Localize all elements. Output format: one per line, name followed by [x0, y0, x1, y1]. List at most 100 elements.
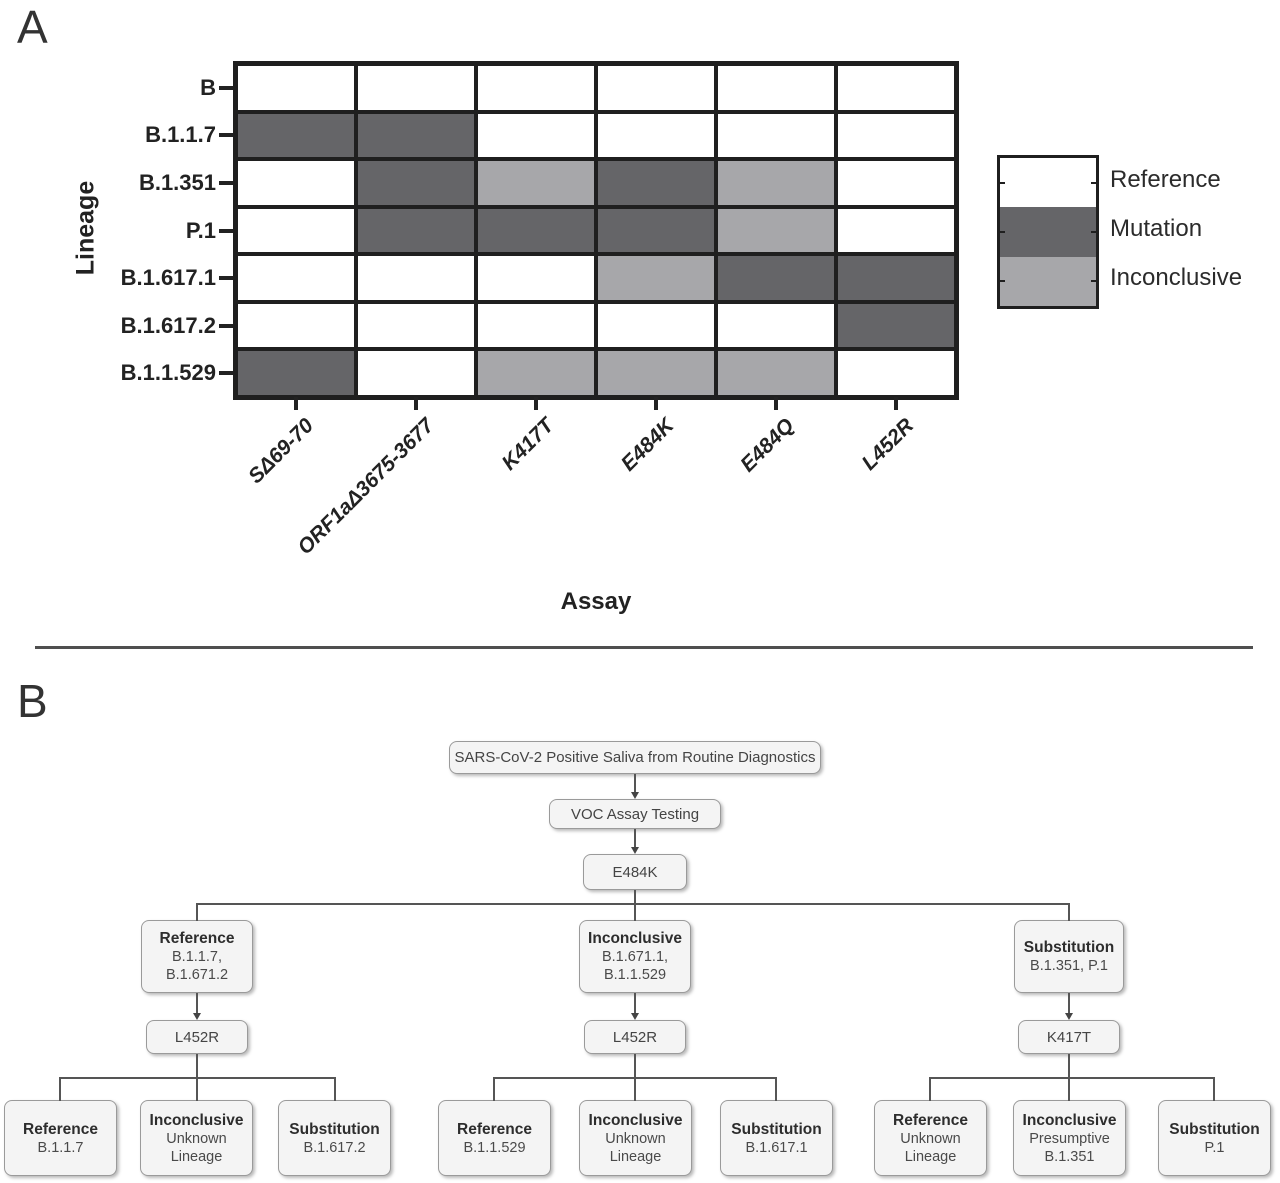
leaf-node-reference-unknown: Reference Unknown Lineage: [874, 1100, 987, 1176]
heatmap-cell-B-SΔ69-70: [236, 64, 356, 112]
leaf-line: Lineage: [904, 1148, 957, 1165]
branch-line: B.1.671.2: [165, 967, 229, 983]
legend-label-inconclusive: Inconclusive: [1110, 264, 1243, 291]
panel-b-label: B: [17, 675, 48, 727]
leaf-node-inconclusive-unknown-2: Inconclusive Unknown Lineage: [579, 1100, 692, 1176]
assay-text: K417T: [1046, 1028, 1092, 1046]
connector: [196, 1054, 198, 1078]
leaf-node-inconclusive-presumptive-b1351: Inconclusive Presumptive B.1.351: [1013, 1100, 1126, 1176]
heatmap-cell-B.1.617.1-SΔ69-70: [236, 254, 356, 302]
flow-node-substitution-branch: Substitution B.1.351, P.1: [1014, 920, 1124, 993]
arrowhead-icon: [631, 847, 639, 854]
connector: [634, 890, 636, 904]
heatmap-cell-B.1.617.2-E484K: [596, 301, 716, 350]
flow-node-l452r-left: L452R: [146, 1020, 248, 1054]
heatmap-cell-B.1.617.2-K417T: [476, 301, 596, 350]
arrowhead-icon: [631, 792, 639, 799]
flow-node-root: SARS-CoV-2 Positive Saliva from Routine …: [449, 741, 821, 774]
connector: [1068, 1054, 1070, 1078]
leaf-node-reference-b117: Reference B.1.1.7: [4, 1100, 117, 1176]
heatmap-cell-B.1.351-ORF1aΔ3675-3677: [356, 159, 476, 207]
branch-line: B.1.1.529: [603, 967, 667, 983]
heatmap-cell-B.1.1.529-SΔ69-70: [236, 349, 356, 397]
leaf-line: B.1.617.1: [745, 1139, 808, 1156]
column-label-E484Q: E484Q: [735, 414, 799, 477]
heatmap-cell-B-E484Q: [716, 64, 836, 112]
flow-node-k417t: K417T: [1018, 1020, 1120, 1054]
leaf-line: Unknown: [166, 1130, 227, 1147]
heatmap-cell-B.1.617.1-E484Q: [716, 254, 836, 302]
y-tick: [219, 133, 233, 138]
connector: [929, 1077, 1215, 1079]
column-label-L452R: L452R: [857, 414, 919, 475]
branch-title: Reference: [159, 930, 235, 947]
connector: [775, 1077, 777, 1101]
heatmap-cell-B.1.1.7-ORF1aΔ3675-3677: [356, 111, 476, 160]
heatmap-cell-B.1.351-E484K: [596, 159, 716, 207]
column-label-E484K: E484K: [616, 414, 679, 476]
heatmap-cell-B.1.1.7-SΔ69-70: [236, 111, 356, 160]
leaf-title: Inconclusive: [149, 1111, 244, 1129]
heatmap-cell-P.1-E484K: [596, 206, 716, 255]
leaf-node-inconclusive-unknown-1: Inconclusive Unknown Lineage: [140, 1100, 253, 1176]
branch-line: B.1.351, P.1: [1030, 958, 1108, 974]
branch-line: B.1.671.1,: [601, 949, 669, 965]
heatmap-cell-B.1.1.7-L452R: [836, 111, 956, 160]
leaf-line: Unknown: [605, 1130, 666, 1147]
leaf-node-reference-b11529: Reference B.1.1.529: [438, 1100, 551, 1176]
branch-title: Substitution: [1023, 939, 1115, 956]
leaf-title: Reference: [893, 1111, 968, 1129]
y-tick: [219, 371, 233, 376]
x-tick: [414, 397, 418, 410]
x-tick: [654, 397, 658, 410]
y-tick: [219, 85, 233, 90]
arrowhead-icon: [631, 1013, 639, 1020]
branch-title: Inconclusive: [588, 930, 682, 947]
heatmap-cell-B.1.351-SΔ69-70: [236, 159, 356, 207]
row-label-B: B: [200, 74, 216, 100]
heatmap-cell-B.1.617.1-ORF1aΔ3675-3677: [356, 254, 476, 302]
leaf-line: B.1.351: [1044, 1148, 1095, 1165]
heatmap-cell-P.1-K417T: [476, 206, 596, 255]
heatmap-cell-B.1.1.529-E484K: [596, 349, 716, 397]
leaf-line: B.1.1.529: [463, 1139, 526, 1156]
heatmap-cell-B.1.1.7-K417T: [476, 111, 596, 160]
legend-tick: [1091, 182, 1096, 184]
legend-label-mutation: Mutation: [1110, 215, 1203, 242]
heatmap-cell-B.1.617.2-L452R: [836, 301, 956, 350]
heatmap-cell-B.1.1.7-E484K: [596, 111, 716, 160]
legend-swatch-inconclusive: [1000, 256, 1096, 306]
panel-divider-line: [35, 646, 1253, 649]
leaf-title: Reference: [457, 1120, 532, 1138]
heatmap-cell-P.1-SΔ69-70: [236, 206, 356, 255]
heatmap-cell-B.1.1.529-L452R: [836, 349, 956, 397]
y-tick: [219, 228, 233, 233]
leaf-title: Substitution: [289, 1120, 380, 1138]
connector: [334, 1077, 336, 1101]
leaf-title: Substitution: [731, 1120, 822, 1138]
assay-text: L452R: [174, 1028, 220, 1046]
connector: [634, 1077, 636, 1101]
legend-tick: [1000, 280, 1005, 282]
flow-node-voc-text: VOC Assay Testing: [570, 805, 700, 823]
y-tick: [219, 323, 233, 328]
x-tick: [294, 397, 298, 410]
heatmap-grid: [233, 61, 959, 400]
connector: [1068, 993, 1070, 1014]
connector: [634, 993, 636, 1014]
legend-colorbar: [997, 155, 1099, 309]
connector: [1068, 1077, 1070, 1101]
x-tick: [534, 397, 538, 410]
heatmap-cell-P.1-ORF1aΔ3675-3677: [356, 206, 476, 255]
heatmap-cell-B.1.1.529-K417T: [476, 349, 596, 397]
legend-tick: [1091, 280, 1096, 282]
heatmap-cell-B.1.1.529-E484Q: [716, 349, 836, 397]
leaf-line: Lineage: [609, 1148, 662, 1165]
panel-a-label: A: [17, 1, 48, 53]
heatmap-cell-B.1.1.7-E484Q: [716, 111, 836, 160]
leaf-node-substitution-p1: Substitution P.1: [1158, 1100, 1271, 1176]
column-label-ORF1aΔ3675-3677: ORF1aΔ3675-3677: [293, 414, 439, 560]
heatmap-cell-B.1.617.2-ORF1aΔ3675-3677: [356, 301, 476, 350]
heatmap-cell-B.1.617.2-SΔ69-70: [236, 301, 356, 350]
legend-swatch-reference: [1000, 158, 1096, 208]
